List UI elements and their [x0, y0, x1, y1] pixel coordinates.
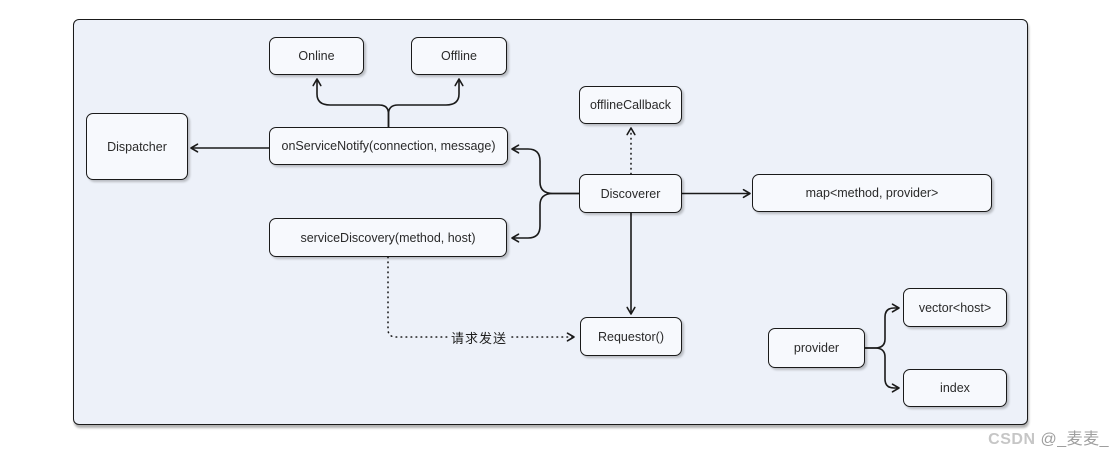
diagram-canvas — [73, 19, 1028, 425]
watermark: CSDN @_麦麦_ — [988, 425, 1109, 449]
watermark-handle: @_麦麦_ — [1040, 431, 1109, 448]
node-provider: provider — [768, 328, 865, 368]
watermark-brand: CSDN — [988, 431, 1041, 448]
node-discoverer: Discoverer — [579, 174, 682, 213]
node-offline-callback: offlineCallback — [579, 86, 682, 124]
node-dispatcher: Dispatcher — [86, 113, 188, 180]
node-vector-host: vector<host> — [903, 288, 1007, 327]
node-map-method-provider: map<method, provider> — [752, 174, 992, 212]
node-offline: Offline — [411, 37, 507, 75]
node-service-discovery: serviceDiscovery(method, host) — [269, 218, 507, 257]
node-requestor: Requestor() — [580, 317, 682, 356]
node-on-service-notify: onServiceNotify(connection, message) — [269, 127, 508, 165]
node-index: index — [903, 369, 1007, 407]
node-online: Online — [269, 37, 364, 75]
edge-label-request-send: 请求发送 — [450, 331, 507, 346]
